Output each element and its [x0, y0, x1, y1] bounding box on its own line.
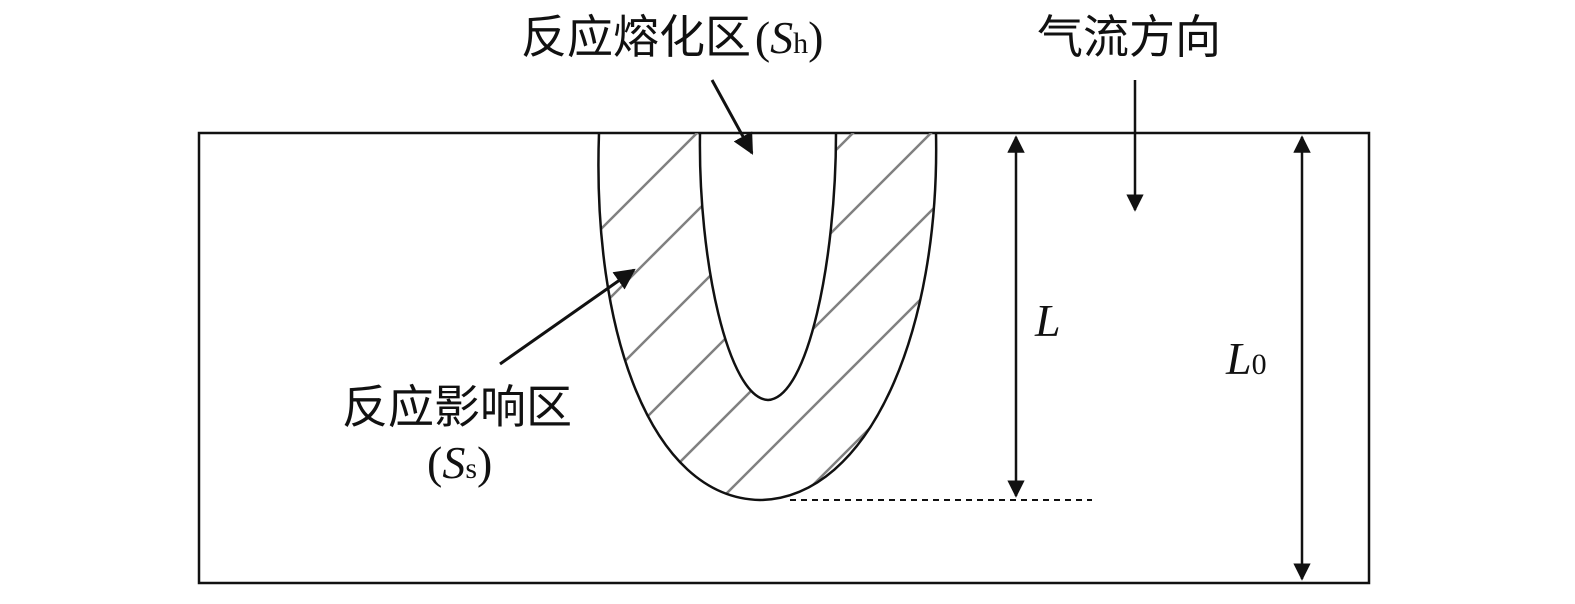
melting-zone-boundary [698, 132, 838, 402]
affect-zone-leader-arrow [499, 268, 636, 366]
melt-zone-text: 反应熔化区 [521, 10, 751, 64]
hatch-line [598, 133, 937, 500]
melt-zone-leader-arrow [710, 79, 754, 155]
affect-zone-subscript: s [465, 452, 478, 485]
hatch-line [747, 133, 937, 500]
hatch-line [598, 133, 701, 500]
hatch-line [598, 133, 779, 500]
airflow-label: 气流方向 [1037, 10, 1221, 64]
hatch-line [598, 133, 935, 500]
specimen-body [197, 131, 1371, 585]
hatch-line [598, 133, 857, 500]
affect-zone-symbol-label: (Ss) [427, 437, 493, 488]
affected-zone-boundary [597, 132, 938, 502]
affect-zone-symbol: S [442, 437, 466, 488]
melt-zone-symbol: S [770, 12, 794, 63]
affect-zone-label: 反应影响区 [342, 380, 572, 434]
melt-zone-label: 反应熔化区 (Sh) [521, 10, 824, 64]
hatch-line [669, 133, 937, 500]
total-depth-label: L0 [1226, 336, 1267, 382]
depth-label: L [1035, 295, 1061, 346]
total-depth-symbol: L [1226, 333, 1252, 384]
melt-zone-subscript: h [793, 27, 809, 60]
total-depth-subscript: 0 [1251, 348, 1267, 381]
